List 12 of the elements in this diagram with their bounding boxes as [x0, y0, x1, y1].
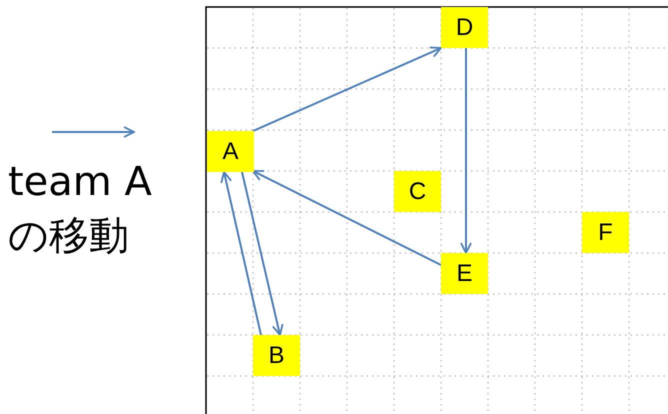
label-box: A [207, 131, 254, 172]
label-box: F [582, 212, 629, 253]
arrow [252, 170, 442, 266]
label-box: E [441, 253, 488, 294]
label-box: C [394, 171, 441, 212]
label-box: D [441, 7, 488, 48]
arrow [220, 171, 262, 336]
label-box: B [253, 335, 300, 376]
arrow [252, 46, 442, 132]
legend-text: team A の移動 [8, 158, 153, 261]
arrow [460, 48, 472, 254]
arrow [241, 172, 284, 336]
